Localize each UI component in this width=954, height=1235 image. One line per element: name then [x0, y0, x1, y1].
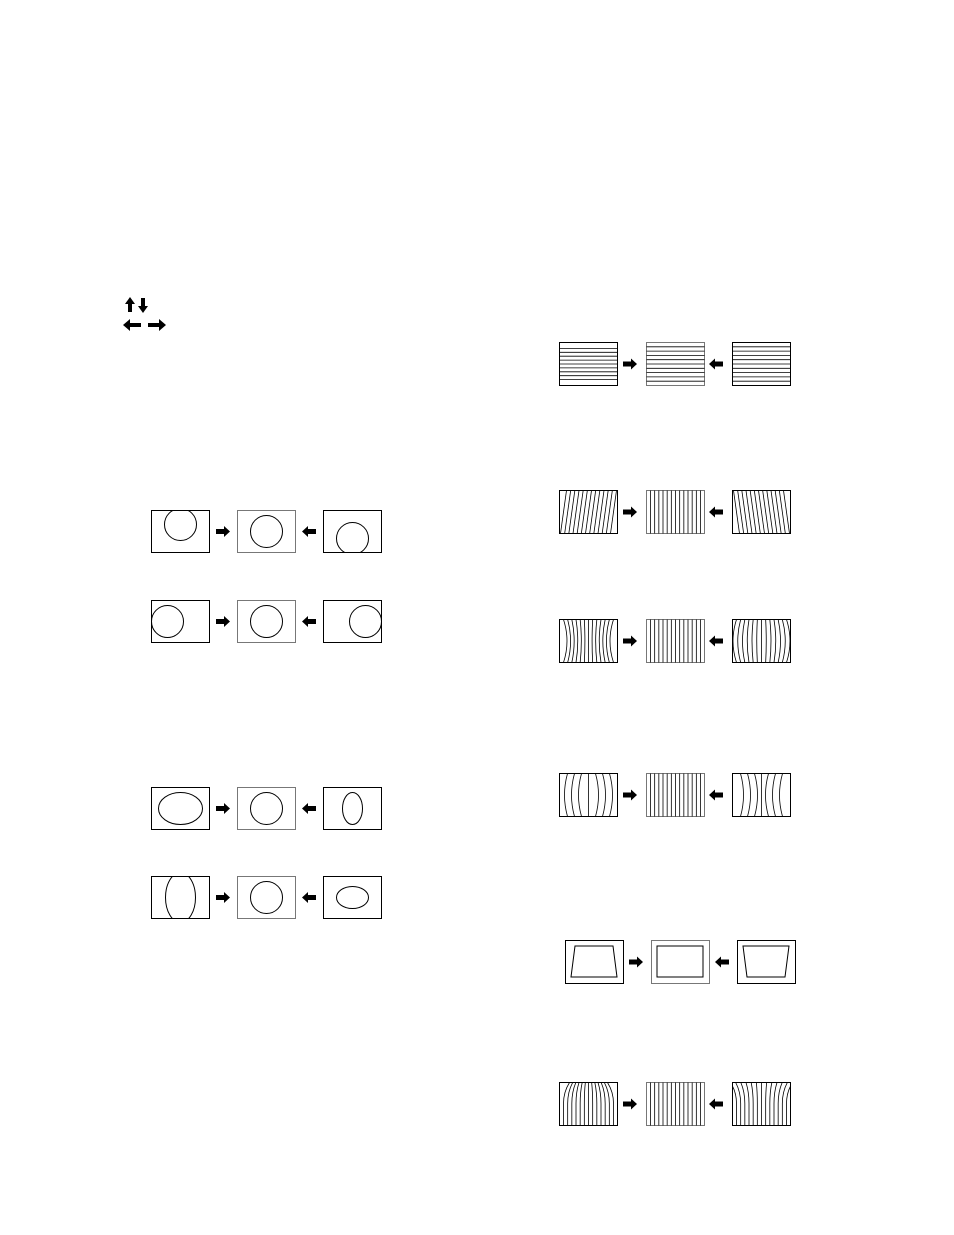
horizontal-lines-adjust-frame3 [733, 343, 791, 386]
arrow-right-icon [216, 526, 230, 537]
left-row1-frame1 [152, 509, 210, 553]
corner-adjust-frame2 [647, 1083, 705, 1126]
horizontal-lines-adjust-frame1 [560, 343, 618, 386]
pin-balance-adjust-frame2 [647, 774, 705, 817]
right-figure-svg [550, 335, 810, 1135]
left-row3-frame1 [152, 788, 210, 830]
frame [152, 788, 210, 830]
horizontal-lines-adjust-frame2 [647, 343, 705, 386]
left-row4-frame2 [238, 877, 296, 919]
pincushion-adjust-frame2 [647, 620, 705, 663]
arrow-left-icon [715, 957, 729, 968]
arrow-right-icon [216, 616, 230, 627]
right-column [550, 335, 810, 1135]
arrow-right-icon [629, 957, 643, 968]
arrow-right-icon [623, 1099, 637, 1110]
up-down-arrows-icon [124, 296, 154, 314]
left-row2-frame3 [324, 601, 382, 643]
left-row3-frame2 [238, 788, 296, 830]
arrow-right-icon [623, 790, 637, 801]
left-row4-frame1 [152, 873, 210, 923]
left-row2-frame1 [152, 601, 210, 643]
left-figure-svg [140, 500, 400, 930]
arrow-right-icon [216, 892, 230, 903]
frame [238, 788, 296, 830]
frame [238, 601, 296, 643]
legend [122, 296, 172, 336]
arrow-right-icon [623, 359, 637, 370]
frame [152, 511, 210, 553]
frame [152, 877, 210, 919]
arrow-left-icon [302, 803, 316, 814]
arrow-right-icon [216, 803, 230, 814]
arrow-left-icon [302, 892, 316, 903]
pincushion-adjust-frame1 [560, 620, 618, 663]
arrow-left-icon [709, 636, 723, 647]
left-row1-frame3 [324, 511, 382, 555]
arrow-right-icon [623, 507, 637, 518]
rotation-adjust-frame3 [733, 491, 791, 534]
arrow-left-icon [302, 616, 316, 627]
trapezoid-adjust-frame3 [738, 941, 796, 984]
left-row2-frame2 [238, 601, 296, 643]
corner-adjust-frame3 [731, 1083, 793, 1126]
arrow-right-icon [623, 636, 637, 647]
left-row4-frame3 [324, 877, 382, 919]
arrow-left-icon [709, 790, 723, 801]
left-row3-frame3 [324, 788, 382, 830]
pincushion-adjust-frame3 [733, 620, 791, 663]
rotation-adjust-frame1 [560, 491, 618, 534]
left-column [140, 500, 400, 930]
corner-adjust-frame1 [560, 1083, 618, 1126]
frame [324, 511, 382, 553]
arrow-left-icon [709, 1099, 723, 1110]
pin-balance-adjust-frame3 [733, 774, 791, 817]
rotation-adjust-frame2 [647, 491, 705, 534]
trapezoid-adjust-frame1 [566, 941, 624, 984]
left-right-arrows-icon [122, 318, 168, 332]
frame [324, 877, 382, 919]
arrow-left-icon [709, 507, 723, 518]
trapezoid-adjust-frame2 [652, 941, 710, 984]
arrow-left-icon [302, 526, 316, 537]
left-row1-frame2 [238, 511, 296, 553]
frame [238, 511, 296, 553]
frame [238, 877, 296, 919]
frame [324, 788, 382, 830]
arrow-left-icon [709, 359, 723, 370]
pin-balance-adjust-frame1 [560, 774, 618, 817]
